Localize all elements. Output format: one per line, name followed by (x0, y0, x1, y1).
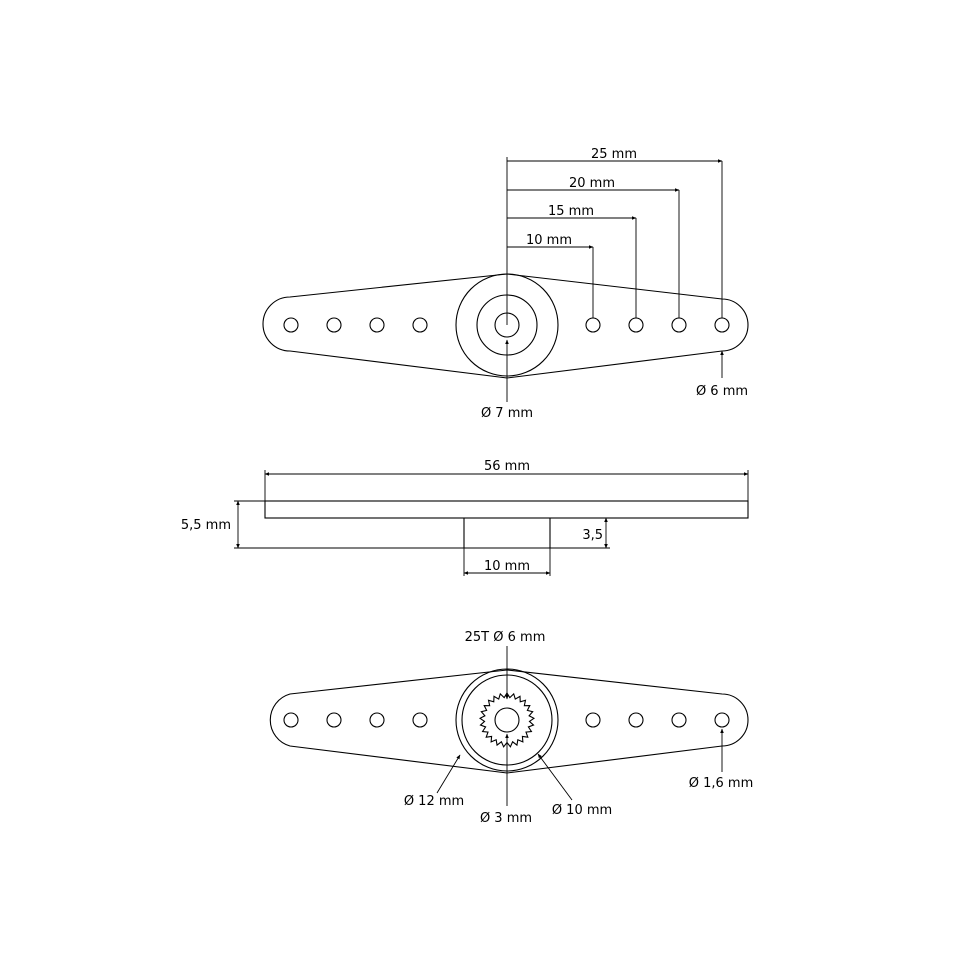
hole (412, 317, 428, 333)
bottom-view: 25T Ø 6 mm Ø 12 mm Ø 3 mm Ø 10 mm Ø 1,6 … (269, 630, 754, 826)
hole (283, 317, 299, 333)
hole (628, 317, 644, 333)
horn-outline (262, 273, 749, 379)
hole (283, 712, 299, 728)
arm-holes-bottom (283, 712, 730, 728)
hole (671, 712, 687, 728)
inner-diameter-leader (537, 753, 573, 801)
bore-diameter-label: Ø 3 mm (480, 811, 532, 826)
hole-diameter-label-bottom: Ø 1,6 mm (689, 776, 754, 791)
length-label: 56 mm (484, 459, 530, 474)
hub-profile (463, 518, 551, 549)
side-view: 56 mm 5,5 mm 3,5 10 mm (181, 459, 749, 576)
hole-diameter-label: Ø 6 mm (696, 384, 748, 399)
hole-distance-dimensions (506, 157, 723, 325)
dim-10mm-label: 10 mm (526, 233, 572, 248)
hole (714, 317, 730, 333)
spline-bore-circle (494, 707, 520, 733)
hub-width-label: 10 mm (484, 559, 530, 574)
dim-20mm-label: 20 mm (569, 176, 615, 191)
outer-diameter-leader (436, 754, 461, 794)
height-label: 5,5 mm (181, 518, 231, 533)
arm-holes (283, 317, 730, 333)
hole (369, 712, 385, 728)
hole (671, 317, 687, 333)
dim-15mm-label: 15 mm (548, 204, 594, 219)
horn-outline-bottom (269, 669, 749, 774)
dim-25mm-label: 25 mm (591, 147, 637, 162)
hole (369, 317, 385, 333)
hole (585, 712, 601, 728)
hole (326, 712, 342, 728)
hole (628, 712, 644, 728)
hole (585, 317, 601, 333)
top-view: 10 mm 15 mm 20 mm 25 mm Ø 7 mm Ø 6 mm (262, 147, 749, 421)
arm-profile (264, 500, 749, 519)
hub-height-label: 3,5 (582, 528, 603, 543)
hole (412, 712, 428, 728)
hole (714, 712, 730, 728)
hub-diameter-label: Ø 7 mm (481, 406, 533, 421)
inner-diameter-label: Ø 10 mm (552, 803, 612, 818)
outer-diameter-label: Ø 12 mm (404, 794, 464, 809)
spline-label: 25T Ø 6 mm (465, 630, 546, 645)
hole (326, 317, 342, 333)
